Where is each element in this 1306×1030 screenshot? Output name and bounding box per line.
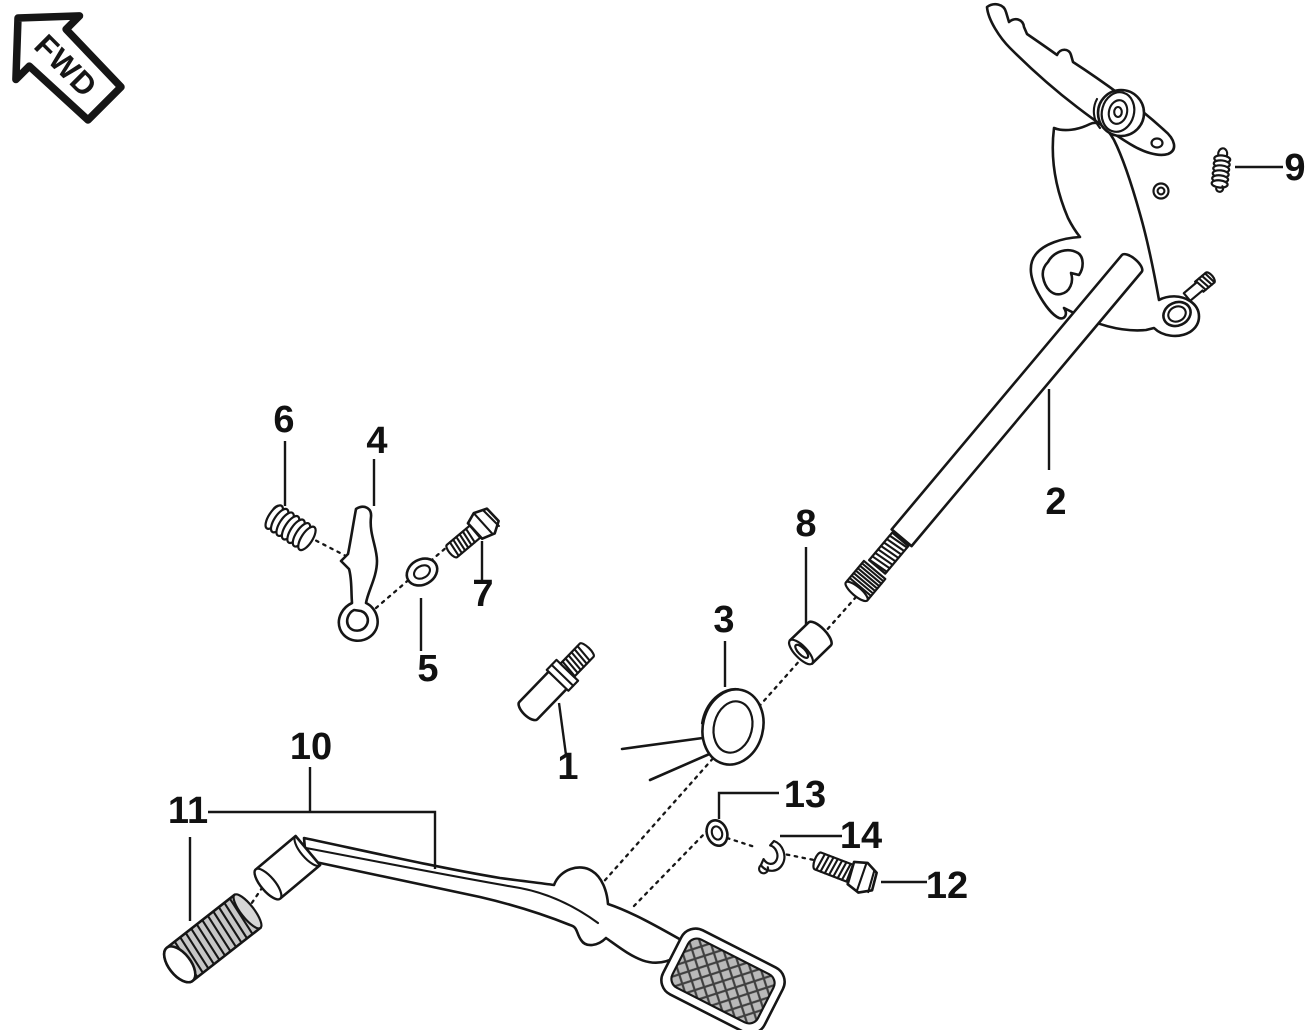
pad-rubber-surface — [670, 937, 776, 1025]
bracket-small-ring-inner — [1156, 186, 1166, 196]
callout-10: 10 — [290, 726, 332, 768]
callout-8: 8 — [795, 503, 816, 545]
spring6-coil — [297, 525, 317, 552]
stud-thread-ridges — [1194, 272, 1216, 291]
callout-1: 1 — [557, 746, 578, 788]
axis-clip14-bolt12 — [777, 851, 816, 862]
pedal-arm-inner-edge — [304, 846, 600, 925]
pedal-pad — [660, 927, 786, 1030]
washer5-hole — [413, 564, 431, 580]
bolt7-head-facets — [472, 509, 500, 536]
bracket-stud — [1182, 271, 1216, 302]
part-4-lever — [337, 505, 379, 642]
callout-11: 11 — [168, 790, 208, 832]
bracket-assembly — [985, 2, 1216, 338]
washer13-outer — [705, 819, 729, 847]
bushing-hole — [794, 643, 810, 659]
bushing-body — [788, 620, 833, 665]
callout-5: 5 — [417, 648, 438, 690]
axis-spring6-lever4 — [307, 535, 348, 558]
part-5-washer — [405, 557, 439, 587]
callout-14: 14 — [840, 815, 882, 857]
part-11-toe-peg — [162, 893, 263, 984]
part-10-pedal-lever — [253, 834, 786, 1030]
bolt12-thread-ridges — [815, 852, 852, 881]
bracket-small-ring-outer — [1152, 182, 1170, 200]
bracket-arm-hole — [1150, 137, 1164, 149]
rod-end-face — [844, 580, 869, 603]
callout-2: 2 — [1045, 481, 1066, 523]
clip14-curl — [758, 864, 770, 875]
part-14-snap-ring — [758, 839, 786, 875]
axis-pedal-washer13 — [632, 829, 709, 908]
leader-line-10 — [208, 767, 437, 869]
part-13-washer — [705, 819, 729, 847]
peg-tip-cap — [162, 945, 197, 984]
stud-outline — [1182, 271, 1216, 302]
bracket-pivot-washer-edge — [1092, 97, 1102, 130]
bracket-pivot-center-hole — [1113, 105, 1123, 119]
bolt12-head-facets — [855, 861, 876, 894]
callout-3: 3 — [713, 599, 734, 641]
pin-thread-ridges — [561, 645, 591, 678]
callout-7: 7 — [472, 573, 493, 615]
washer13-hole — [710, 825, 724, 841]
callout-labels: 1 2 3 4 5 6 7 8 9 10 11 12 13 14 — [168, 147, 1306, 907]
rod-thread-ridges — [868, 534, 909, 573]
spring3-coil-inner — [712, 700, 754, 754]
pedal-peg-hub — [253, 834, 322, 901]
axis-peg11-hub — [241, 886, 264, 918]
spring3-coil-second-turn — [700, 687, 740, 725]
part-1-pin — [517, 642, 595, 722]
spring3-leg-lower — [648, 750, 716, 782]
axis-washer13-clip14 — [725, 836, 757, 849]
pin-body — [517, 668, 570, 722]
callout-leader-lines — [188, 165, 1283, 921]
part-7-bolt — [445, 507, 500, 559]
bolt7-thread-ridges — [448, 527, 476, 557]
part-6-spring — [264, 504, 317, 552]
hub-face — [253, 867, 283, 901]
part-2-rod — [844, 252, 1144, 603]
washer5-outer — [405, 557, 439, 587]
spring9-coil — [1210, 179, 1229, 189]
part-12-bolt — [812, 851, 878, 894]
callout-13: 13 — [784, 774, 826, 816]
callout-6: 6 — [273, 399, 294, 441]
bracket-pivot-inner — [1107, 99, 1129, 125]
fwd-arrow: FWD — [12, 12, 125, 124]
fwd-arrow-outline — [12, 12, 125, 124]
bracket-pivot-mid — [1100, 91, 1136, 133]
part-9-spring — [1210, 147, 1232, 193]
spring9-tail — [1215, 185, 1225, 193]
rod-locknut-knurl — [846, 562, 885, 600]
rod-body — [890, 252, 1144, 548]
leader-line-13 — [717, 791, 779, 819]
part-8-bushing — [787, 620, 833, 666]
part-3-torsion-spring — [620, 687, 765, 782]
leader-line-1 — [557, 702, 568, 756]
callout-12: 12 — [926, 865, 968, 907]
hub-mouth-edge — [293, 834, 322, 867]
bracket-body — [1029, 121, 1201, 338]
peg-end-face — [232, 893, 263, 930]
callout-9: 9 — [1284, 147, 1305, 189]
callout-4: 4 — [366, 420, 387, 462]
spring3-leg-upper — [620, 735, 712, 751]
bracket-big-ring-inner — [1167, 305, 1187, 323]
pin-collar-edge — [550, 663, 575, 687]
